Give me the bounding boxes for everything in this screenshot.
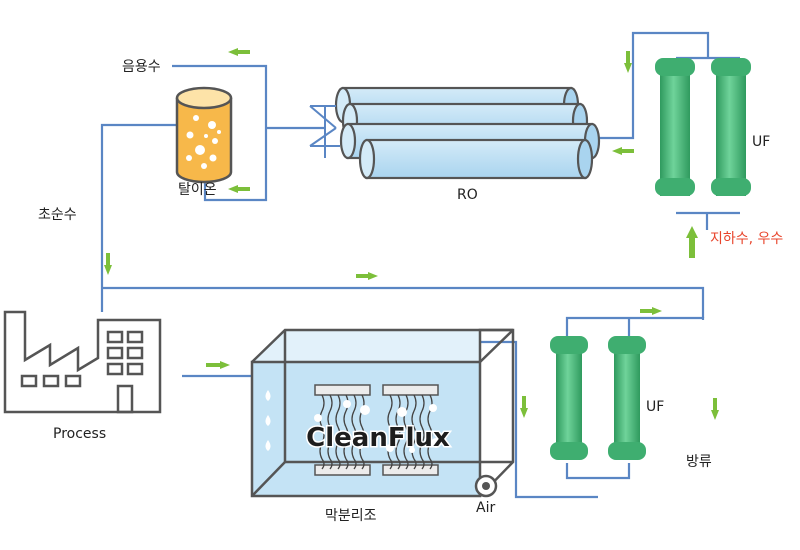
arrow-right-icon (206, 361, 230, 369)
label-membrane-tank: 막분리조 (325, 508, 377, 524)
membrane-module (382, 384, 439, 476)
ro-manifold (309, 105, 340, 158)
arrow-left-icon (228, 48, 250, 56)
arrow-right-icon (356, 272, 378, 280)
pipe-main-header (102, 286, 705, 318)
factory-icon (3, 310, 162, 414)
arrow-down-icon (104, 253, 112, 275)
uf-module (550, 336, 588, 460)
uf-module (608, 336, 646, 460)
flow-arrows (104, 48, 719, 420)
uf-module (711, 58, 751, 196)
arrow-right-icon (640, 307, 662, 315)
ro-modules (309, 86, 601, 180)
pipe-uf2-bottom (565, 463, 631, 480)
labels: 음용수 탈이온 초순수 RO UF 지하수, 우수 Process 막분리조 A… (38, 59, 783, 524)
label-uf-top: UF (752, 134, 770, 150)
pipe-ultrapure (100, 123, 178, 312)
membrane-module (314, 384, 371, 476)
label-ultrapure-water: 초순수 (38, 207, 77, 223)
label-ro: RO (457, 187, 478, 203)
pipe-product-water (172, 64, 268, 202)
label-product-water: 음용수 (122, 59, 161, 75)
uf-top-modules (655, 58, 751, 196)
label-air: Air (476, 500, 495, 516)
pipe-ro-uf (590, 31, 710, 140)
deionizer-tank (175, 86, 233, 184)
label-uf-bottom: UF (646, 399, 664, 415)
uf-module (655, 58, 695, 196)
arrow-down-icon (520, 396, 528, 418)
arrow-up-icon (686, 226, 698, 258)
arrow-left-icon (612, 147, 634, 155)
arrow-down-icon (711, 398, 719, 420)
pipe-uf2-top (565, 316, 705, 336)
ro-vessel (358, 138, 594, 180)
water-drop-icons (265, 390, 271, 451)
label-process: Process (53, 426, 106, 442)
arrow-down-icon (624, 51, 632, 73)
label-source-water: 지하수, 우수 (710, 231, 783, 247)
membrane-tank: CleanFlux (250, 328, 515, 498)
air-blower-icon (474, 474, 498, 498)
brand-logo-text: CleanFlux (306, 423, 450, 453)
arrow-left-icon (228, 185, 250, 193)
uf-bottom-modules (550, 336, 646, 460)
label-deionizer: 탈이온 (178, 182, 217, 198)
air-bubbles (314, 400, 441, 453)
label-discharge: 방류 (686, 454, 712, 470)
